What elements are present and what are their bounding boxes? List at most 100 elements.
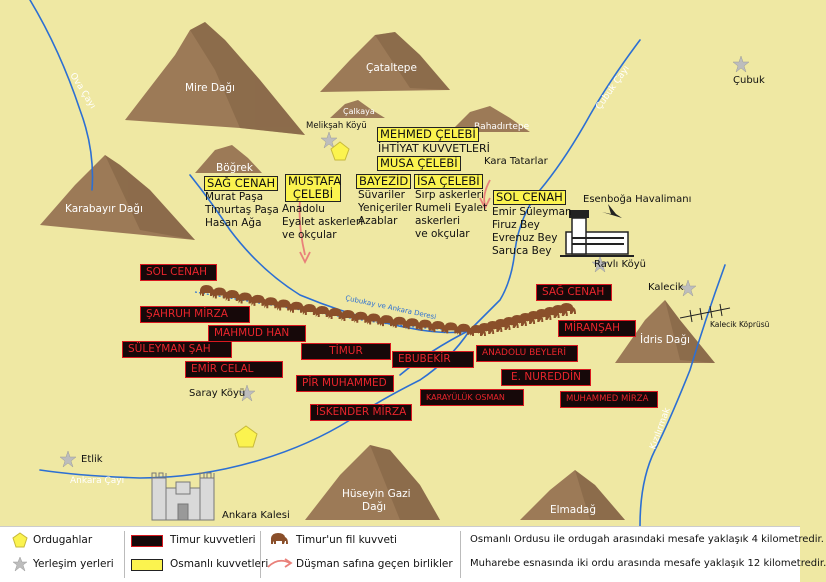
label-karabayir: Karabayır Dağı xyxy=(65,203,143,215)
camps xyxy=(234,141,350,448)
arrow-kara-tatar-head xyxy=(479,197,491,211)
mountain-shading xyxy=(105,22,715,520)
mountain-karabayir xyxy=(40,155,195,240)
legend-distance-2: Muharebe esnasında iki ordu arasında mes… xyxy=(470,558,826,569)
label-elmadag: Elmadağ xyxy=(550,504,596,516)
label-ankara-cayi: Ankara Çayı xyxy=(70,476,124,486)
arrow-kara-tatar xyxy=(483,179,491,206)
elephant-17 xyxy=(418,319,435,331)
label-ova: Ova Çayı xyxy=(67,71,97,111)
star-kalecik xyxy=(679,279,697,297)
place-saray: Saray Köyü xyxy=(189,388,246,399)
elephant-14 xyxy=(380,315,396,327)
ottoman-ihtiyat: İHTİYAT KUVVETLERİ xyxy=(378,142,490,155)
elephant-32 xyxy=(560,303,576,314)
place-ravli: Ravlı Köyü xyxy=(594,259,646,270)
airport xyxy=(560,204,634,257)
elephant-3 xyxy=(238,292,255,304)
mountain-idris xyxy=(615,300,715,363)
elephant-6 xyxy=(277,299,294,311)
timur-nureddin: E. NUREDDİN xyxy=(501,369,591,386)
place-etlik: Etlik xyxy=(81,454,103,465)
elephant-1 xyxy=(212,287,229,299)
label-calkaya: Çalkaya xyxy=(343,107,375,116)
ottoman-mehmed: MEHMED ÇELEBİ xyxy=(377,127,479,142)
timur-timur: TİMUR xyxy=(301,343,391,360)
mountain-huseyin xyxy=(305,445,440,520)
timur-miransah: MİRANŞAH xyxy=(558,320,636,337)
legend-elephant-icon xyxy=(271,533,288,544)
kalecik-bridge xyxy=(679,303,731,323)
ottoman-isa-list: Sırp askerleri Rumeli Eyalet askerleri v… xyxy=(415,189,488,240)
elephant-4 xyxy=(251,294,268,306)
river-south xyxy=(39,329,471,479)
elephant-2 xyxy=(225,289,242,301)
legend: Ordugahlar Yerleşim yerleri Timur kuvvet… xyxy=(0,526,826,582)
elephant-0 xyxy=(200,285,216,296)
timur-suleyman: SÜLEYMAN ŞAH xyxy=(122,341,232,358)
legend-divider xyxy=(460,531,461,578)
timur-karayuluk: KARAYÜLÜK OSMAN xyxy=(420,389,524,406)
elephant-18 xyxy=(431,321,448,333)
timur-anadolu-beyleri: ANADOLU BEYLERİ xyxy=(476,345,578,362)
timur-ebubekir: EBUBEKİR xyxy=(392,351,474,368)
legend-distance-1: Osmanlı Ordusu ile ordugah arasındaki me… xyxy=(470,534,824,545)
legend-yerlesim: Yerleşim yerleri xyxy=(33,558,114,570)
legend-star-icon xyxy=(12,556,28,572)
timur-emir-celal: EMİR CELAL xyxy=(185,361,283,378)
legend-ottoman: Osmanlı kuvvetleri xyxy=(170,558,269,570)
river-ova xyxy=(29,0,94,191)
battle-map: Mire Dağı Çataltepe Çalkaya Bahadırtepe … xyxy=(29,0,750,527)
timur-mahmud: MAHMUD HAN xyxy=(208,325,306,342)
mountains xyxy=(40,22,715,520)
place-kalecik: Kalecik xyxy=(648,282,684,293)
label-idris: İdris Dağı xyxy=(640,333,690,346)
elephant-9 xyxy=(315,306,332,318)
timur-sahruh: ŞAHRUH MİRZA xyxy=(140,306,250,323)
ankara-castle xyxy=(151,472,215,521)
place-cubuk: Çubuk xyxy=(733,75,765,86)
legend-ottoman-swatch xyxy=(131,559,163,571)
mountain-cataltepe xyxy=(320,32,450,92)
mountain-labels: Mire Dağı Çataltepe Çalkaya Bahadırtepe … xyxy=(65,62,690,516)
star-ravli xyxy=(591,255,609,273)
elephant-10 xyxy=(328,308,345,320)
star-saray xyxy=(238,384,256,402)
legend-timur-swatch xyxy=(131,535,163,547)
timur-iskender: İSKENDER MİRZA xyxy=(310,404,412,421)
settlements xyxy=(59,55,750,468)
mountain-mire xyxy=(125,22,305,135)
place-kara-tatarlar: Kara Tatarlar xyxy=(484,156,548,167)
legend-arrow-icon xyxy=(267,558,293,568)
legend-divider xyxy=(260,531,261,578)
ottoman-sag-cenah: SAĞ CENAH xyxy=(204,176,279,191)
place-meliksah: Melikşah Köyü xyxy=(306,121,367,131)
ottoman-mustafa: MUSTAFA ÇELEBİ xyxy=(285,174,341,202)
ottoman-sag-cenah-list: Murat Paşa Timurtaş Paşa Hasan Ağa xyxy=(205,191,279,229)
ottoman-bayezid: BAYEZİD xyxy=(356,174,412,189)
elephant-13 xyxy=(367,313,384,325)
ottoman-sol-cenah: SOL CENAH xyxy=(493,190,566,205)
legend-timur: Timur kuvvetleri xyxy=(170,534,256,546)
elephant-12 xyxy=(354,311,371,323)
label-bogrek: Böğrek xyxy=(216,162,254,174)
elephant-5 xyxy=(264,297,281,309)
legend-camp-icon xyxy=(12,532,28,548)
star-etlik xyxy=(59,450,77,468)
defector-arrows xyxy=(298,179,491,265)
elephant-20 xyxy=(457,323,474,335)
label-kizilirmak: Kızılırmak xyxy=(648,406,673,451)
mountain-calkaya xyxy=(330,100,385,118)
timur-muhammed: MUHAMMED MİRZA xyxy=(560,391,658,408)
label-cataltepe: Çataltepe xyxy=(366,62,417,74)
mountain-elmadag xyxy=(520,470,625,520)
battle-line-river xyxy=(194,291,561,331)
legend-ordugahlar: Ordugahlar xyxy=(33,534,93,546)
elephant-19 xyxy=(444,322,461,334)
ottoman-musa: MUSA ÇELEBİ xyxy=(377,156,461,171)
label-mire: Mire Dağı xyxy=(185,82,235,94)
ottoman-mustafa-list: Anadolu Eyalet askerleri ve okçular xyxy=(282,203,364,241)
elephant-7 xyxy=(290,301,306,313)
camp-south xyxy=(234,425,258,448)
